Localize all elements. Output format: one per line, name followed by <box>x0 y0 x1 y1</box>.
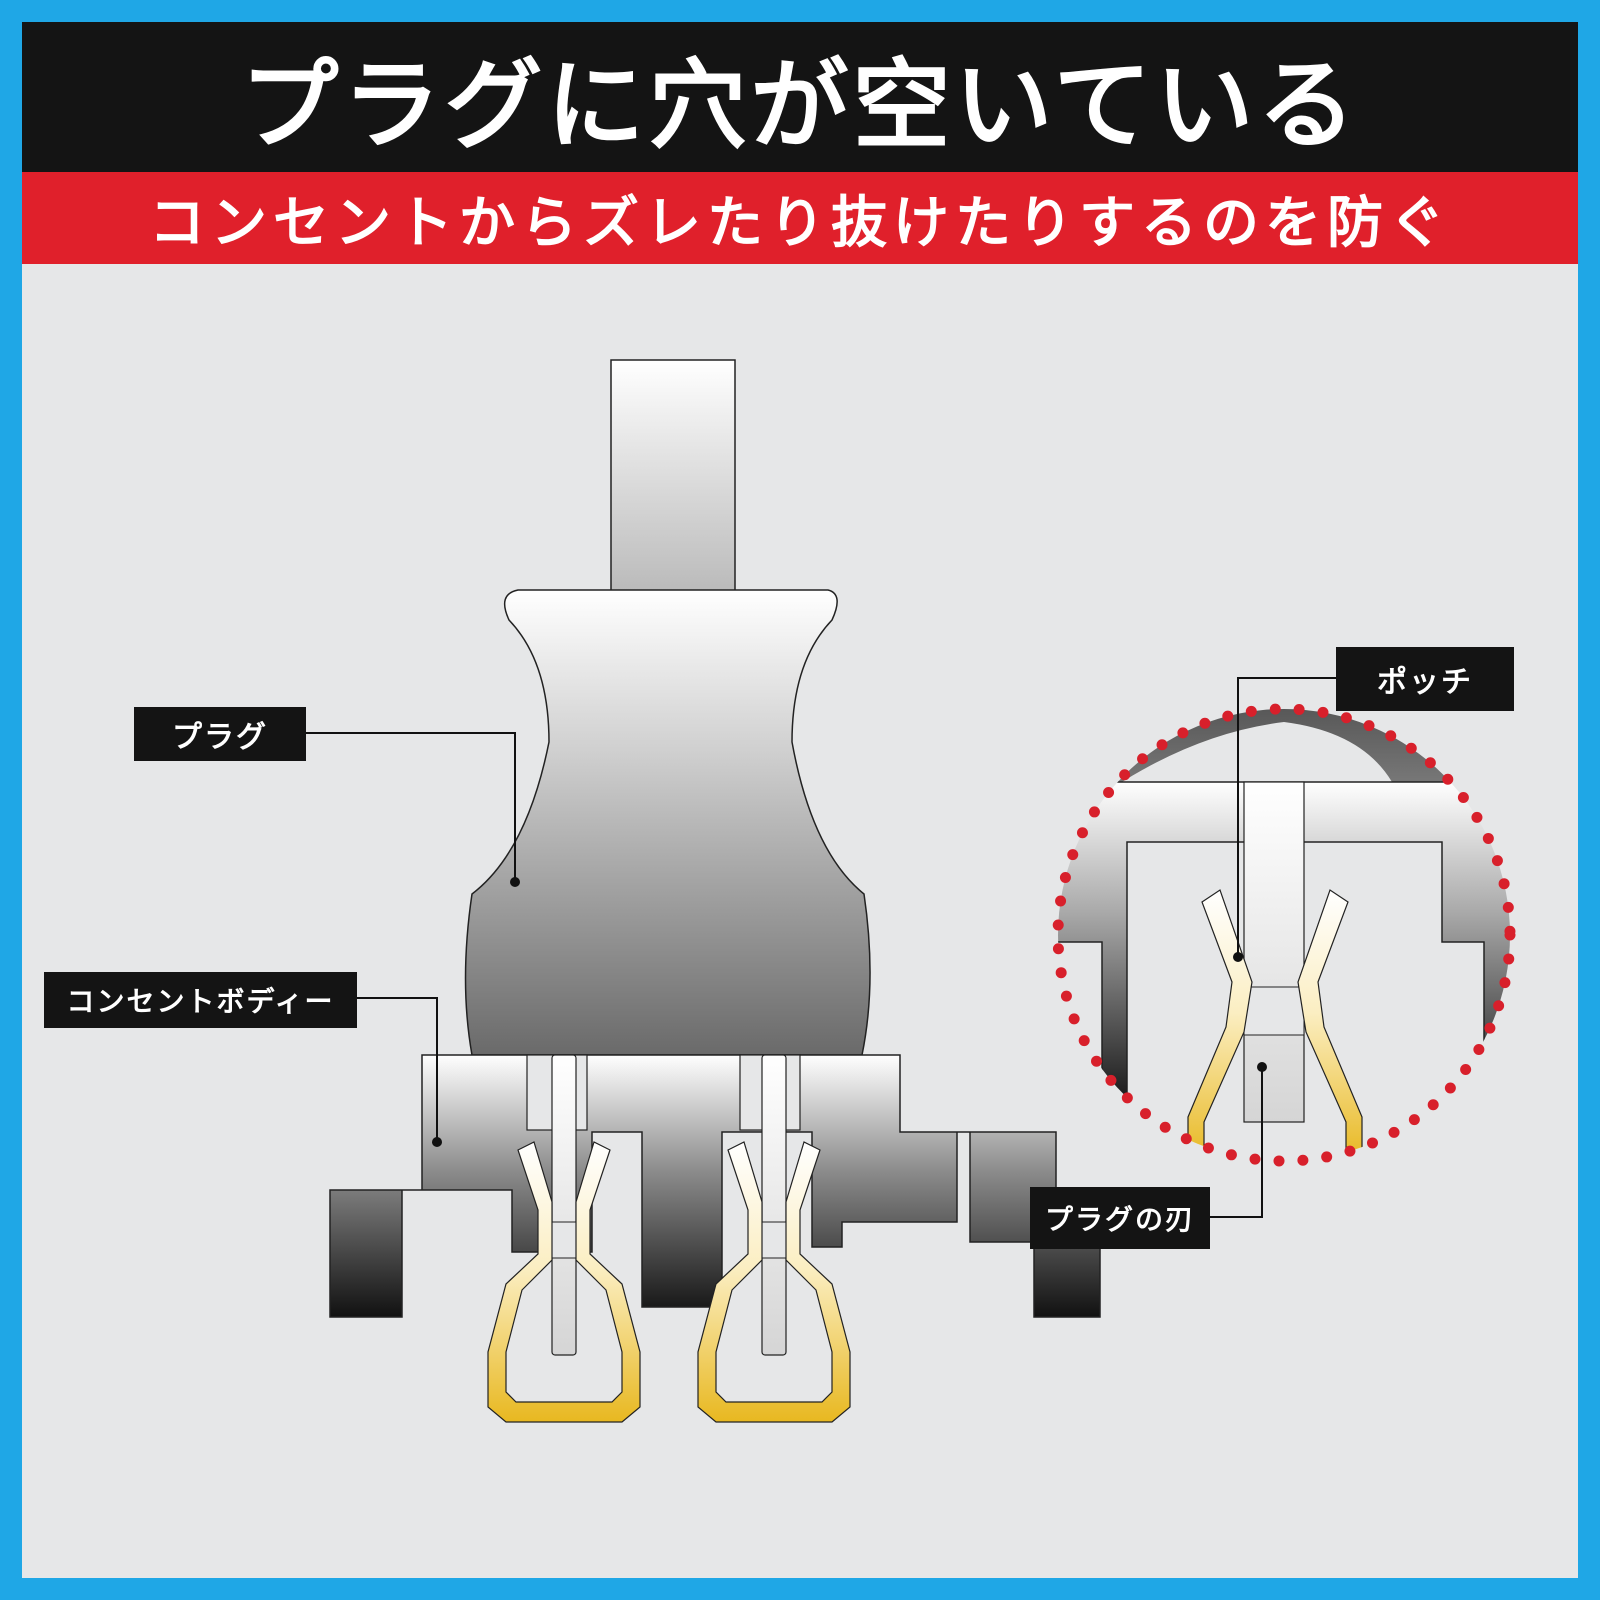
leader-blade <box>1210 1067 1263 1218</box>
outlet-body <box>329 1054 1101 1318</box>
zoom-circle-outline <box>1052 703 1516 1167</box>
leader-plug <box>306 732 516 882</box>
label-plug-blade: プラグの刃 <box>1030 1187 1210 1249</box>
leader-outlet-body <box>357 997 438 1142</box>
plug-blade-right <box>761 1054 787 1356</box>
plug-head <box>464 589 871 1056</box>
page-subtitle: コンセントからズレたり抜けたりするのを防ぐ <box>149 190 1451 256</box>
contact-spring-left <box>487 1141 641 1423</box>
label-outlet-body: コンセントボディー <box>44 972 357 1028</box>
blade-hole-left <box>551 1221 577 1259</box>
infographic-frame: プラグに穴が空いている コンセントからズレたり抜けたりするのを防ぐ <box>22 22 1578 1578</box>
leader-blade-dot <box>1257 1062 1267 1072</box>
label-plug: プラグ <box>134 707 306 761</box>
plug-diagram <box>306 359 1516 1423</box>
page-title: プラグに穴が空いている <box>240 49 1360 163</box>
leader-notch-dot <box>1233 952 1243 962</box>
title-bar: プラグに穴が空いている <box>22 22 1578 172</box>
leader-plug-dot <box>510 877 520 887</box>
contact-spring-right <box>697 1141 851 1423</box>
leader-outlet-dot <box>432 1137 442 1147</box>
label-plug-text: プラグ <box>172 720 268 755</box>
zoom-blade <box>1243 781 1305 1123</box>
subtitle-bar: コンセントからズレたり抜けたりするのを防ぐ <box>22 172 1578 264</box>
label-notch-text: ポッチ <box>1377 665 1473 700</box>
blade-hole-right <box>761 1221 787 1259</box>
plug-blade-left <box>551 1054 577 1356</box>
plug-cord <box>610 359 736 601</box>
leader-notch <box>1237 677 1336 957</box>
label-plug-blade-text: プラグの刃 <box>1044 1203 1195 1236</box>
label-notch: ポッチ <box>1336 647 1514 711</box>
zoom-blade-hole <box>1243 986 1305 1036</box>
zoom-contact-right <box>1297 889 1363 1161</box>
label-outlet-body-text: コンセントボディー <box>66 985 335 1018</box>
